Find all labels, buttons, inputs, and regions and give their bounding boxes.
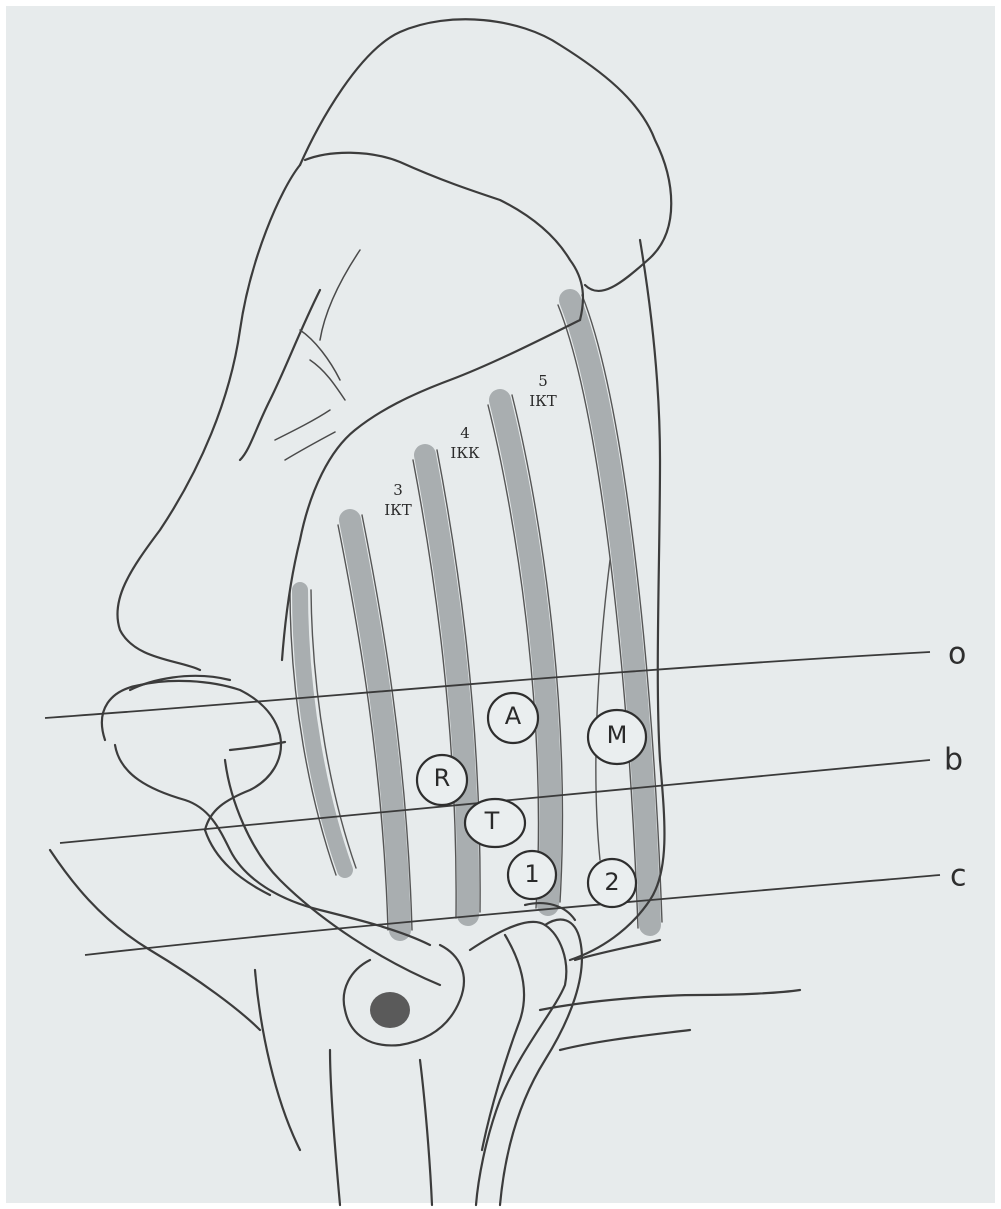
- svg-text:A: A: [505, 702, 522, 730]
- svg-text:ІКК: ІКК: [450, 444, 480, 462]
- svg-text:T: T: [484, 807, 500, 835]
- svg-text:ІКТ: ІКТ: [529, 392, 557, 410]
- svg-text:R: R: [434, 764, 451, 792]
- svg-text:M: M: [607, 721, 628, 749]
- svg-text:3: 3: [393, 481, 403, 499]
- point-R: R: [417, 755, 467, 805]
- point-2: 2: [588, 859, 636, 907]
- line-label-o: o: [948, 637, 966, 672]
- svg-text:2: 2: [604, 868, 619, 896]
- point-T: T: [465, 799, 525, 847]
- joint-spot: [370, 992, 410, 1028]
- point-M: M: [588, 710, 646, 764]
- paper-background: [6, 6, 995, 1203]
- svg-text:ІКТ: ІКТ: [384, 501, 412, 519]
- svg-text:1: 1: [524, 860, 539, 888]
- svg-text:5: 5: [538, 372, 548, 390]
- line-label-c: c: [950, 859, 967, 894]
- svg-text:4: 4: [460, 424, 470, 442]
- point-1: 1: [508, 851, 556, 899]
- point-A: A: [488, 693, 538, 743]
- line-label-b: b: [944, 743, 963, 778]
